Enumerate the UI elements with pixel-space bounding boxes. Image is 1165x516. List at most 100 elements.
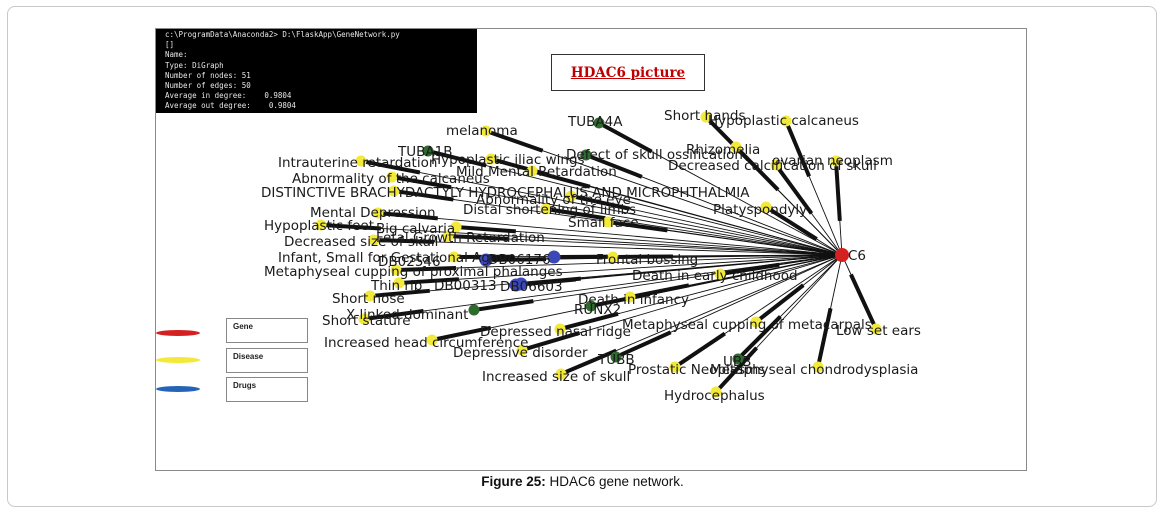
node-label: Depressed nasal ridge xyxy=(480,324,631,340)
network-node xyxy=(760,201,772,213)
node-label: Low set ears xyxy=(836,323,921,339)
node-label: Defect of skull ossification xyxy=(566,147,743,163)
edge-arrow xyxy=(403,277,460,285)
node-label: UBB xyxy=(723,354,751,370)
node-label: Short nose xyxy=(332,291,405,307)
console-line: c:\ProgramData\Anaconda2> D:\FlaskApp\Ge… xyxy=(165,30,400,39)
network-edge xyxy=(431,254,843,341)
network-node xyxy=(479,253,493,267)
edge-arrow xyxy=(368,309,424,321)
network-node xyxy=(468,304,480,316)
network-node xyxy=(710,386,722,398)
edge-arrow xyxy=(740,315,782,357)
network-node xyxy=(516,344,528,356)
edge-arrow xyxy=(526,331,581,351)
network-node xyxy=(450,221,462,233)
edge-arrow xyxy=(398,189,454,202)
network-node xyxy=(442,230,454,242)
node-label: DB06603 xyxy=(500,279,563,295)
node-label: Abnormality of the eye xyxy=(476,192,631,208)
edge-arrow xyxy=(436,325,492,341)
node-label: Fetal Growth Retardation xyxy=(376,230,545,246)
node-label: DB02546 xyxy=(378,254,441,270)
node-label: Thin rib xyxy=(370,278,422,294)
network-node xyxy=(393,277,405,289)
node-label: Metaphyseal cupping of proximal phalange… xyxy=(264,264,563,280)
console-line: Average in degree: 0.9804 xyxy=(165,91,292,101)
legend-label-drugs: Drugs xyxy=(233,381,257,390)
center-gene-node xyxy=(835,248,849,262)
edge-arrow xyxy=(432,150,487,168)
figure-caption: Figure 25: HDAC6 gene network. xyxy=(0,474,1165,489)
node-label: Mental Depression xyxy=(310,205,436,221)
node-label: X-linked dominant xyxy=(346,307,468,323)
network-node xyxy=(526,165,538,177)
network-node xyxy=(364,290,376,302)
node-label: Death in infancy xyxy=(578,292,689,308)
node-label: ovarian neoplasm xyxy=(772,153,893,169)
nodes xyxy=(315,111,882,398)
network-node xyxy=(358,313,370,325)
node-label: Metaphyseal chondrodysplasia xyxy=(710,362,918,378)
edge-arrow xyxy=(817,307,833,363)
network-node xyxy=(547,250,561,264)
center-gene-label: C6 xyxy=(848,248,866,264)
edge-arrow xyxy=(365,159,421,175)
title-box: HDAC6 picture xyxy=(551,54,705,91)
edge-arrow xyxy=(490,130,544,153)
edge-arrow xyxy=(536,170,591,189)
network-edge xyxy=(455,226,843,256)
legend-item-drugs: Drugs xyxy=(226,377,308,402)
edge-arrow xyxy=(382,211,438,221)
edge-arrow xyxy=(612,220,668,233)
network-node xyxy=(390,264,402,276)
network-node xyxy=(870,323,882,335)
console-line: Name: xyxy=(165,50,188,60)
edge-arrow xyxy=(452,234,509,241)
node-label: Platyspondyly xyxy=(713,202,807,218)
edge-arrow xyxy=(564,311,619,330)
network-node xyxy=(812,361,824,373)
network-edge xyxy=(360,160,843,256)
network-node xyxy=(315,219,327,231)
node-label: Death in early childhood xyxy=(632,268,798,284)
node-label: Rhizomelia xyxy=(686,142,760,158)
edge-arrow xyxy=(490,257,547,262)
console-line: Type: DiGraph xyxy=(165,60,224,70)
network-node xyxy=(750,316,762,328)
network-node xyxy=(422,145,434,157)
node-label: melanoma xyxy=(446,123,518,139)
network-edge xyxy=(427,150,843,256)
node-label: Hypoplastic calcaneus xyxy=(708,113,859,129)
network-edge xyxy=(447,235,843,256)
network-node xyxy=(607,251,619,263)
network-edge xyxy=(363,254,843,320)
node-label: Short stature xyxy=(322,313,411,329)
legend-item-gene: Gene xyxy=(226,318,308,343)
network-node xyxy=(555,368,567,380)
network-node xyxy=(669,361,681,373)
network-node xyxy=(554,323,566,335)
edge-arrow xyxy=(834,165,842,222)
console-line: Number of edges: 50 xyxy=(165,81,251,91)
edge-arrow xyxy=(525,276,581,286)
edge-arrow xyxy=(595,292,651,307)
node-label: TUBA1B xyxy=(397,144,452,160)
network-edge xyxy=(377,212,843,256)
network-node xyxy=(368,234,380,246)
network-node xyxy=(830,155,842,167)
node-label: Prostatic Neoplasms xyxy=(628,362,765,378)
node-label: Big calvaria xyxy=(376,221,455,237)
node-label: DB00313 xyxy=(434,278,497,294)
node-label: Intrauterine retardation xyxy=(278,155,437,171)
figure-panel: c:\ProgramData\Anaconda2> D:\FlaskApp\Ge… xyxy=(7,6,1157,507)
network-node xyxy=(514,277,528,291)
network-node xyxy=(610,351,622,363)
node-label: Hypoplastic iliac wings xyxy=(431,152,585,168)
network-edge xyxy=(373,239,843,256)
legend-swatch-gene xyxy=(156,330,200,336)
legend-label-gene: Gene xyxy=(233,322,254,331)
network-node xyxy=(388,185,400,197)
edge-arrow xyxy=(378,238,435,244)
